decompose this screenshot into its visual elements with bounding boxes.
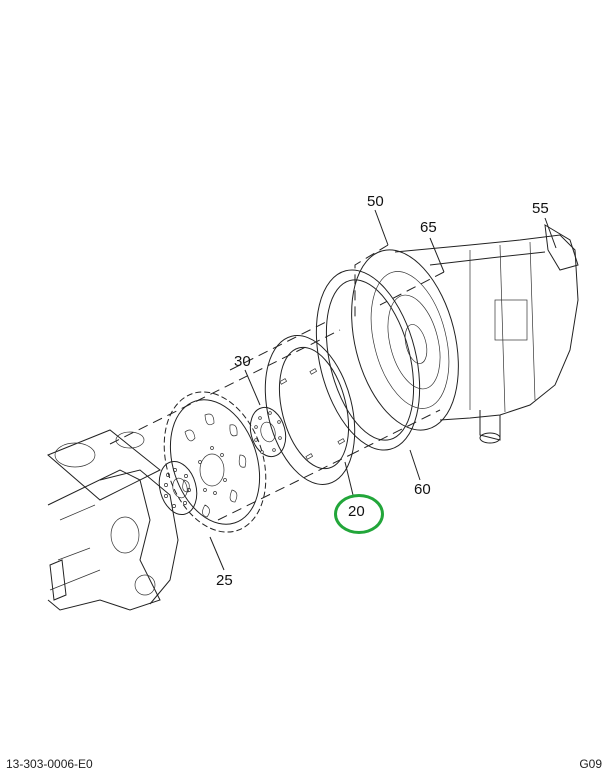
- gasket: [315, 269, 421, 451]
- highlight-circle: [334, 494, 384, 534]
- callout-65[interactable]: 65: [420, 219, 437, 236]
- callout-50[interactable]: 50: [367, 193, 384, 210]
- sheet-code: G09: [579, 757, 602, 771]
- adapter-ring: [264, 335, 356, 485]
- callout-60[interactable]: 60: [414, 481, 431, 498]
- crankshaft-adapter: [158, 461, 198, 515]
- flexplate: [163, 391, 267, 533]
- leader-lines: [209, 209, 557, 571]
- transmission: [351, 224, 579, 444]
- callout-30[interactable]: 30: [234, 353, 251, 370]
- drawing-number: 13-303-0006-E0: [6, 757, 93, 771]
- callout-55[interactable]: 55: [532, 200, 549, 217]
- engine-block: [47, 429, 179, 611]
- callout-25[interactable]: 25: [216, 572, 233, 589]
- assembly-guide-lines: [109, 244, 445, 521]
- reinforcement-plate: [249, 406, 287, 458]
- callout-20[interactable]: 20: [348, 503, 365, 520]
